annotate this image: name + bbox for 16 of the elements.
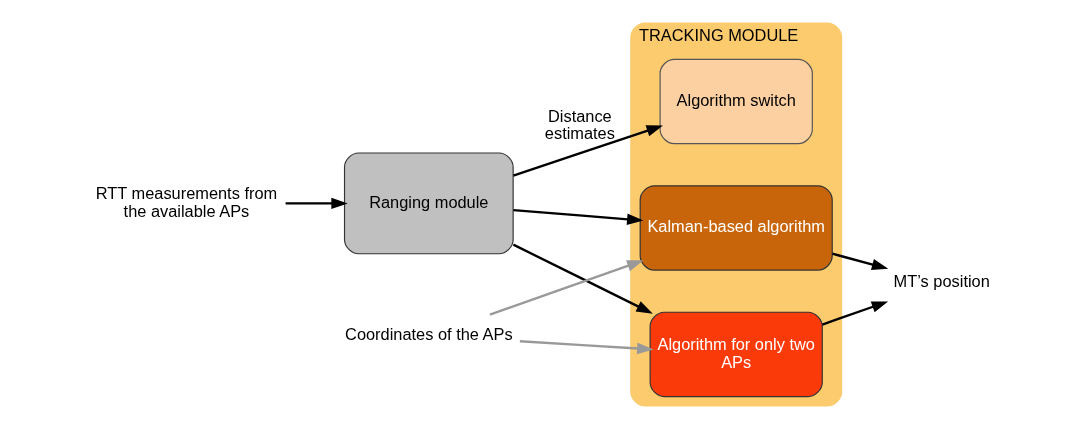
arrow xyxy=(489,259,643,316)
node-box: Ranging module xyxy=(343,151,514,254)
node-text: MT’s position xyxy=(893,271,990,290)
arrow xyxy=(512,243,653,314)
arrow xyxy=(821,300,888,326)
node-box: Algorithm switch xyxy=(659,58,813,144)
node-text: RTT measurements from the available APs xyxy=(95,183,277,219)
arrow xyxy=(519,339,654,354)
node-text: Coordinates of the APs xyxy=(344,324,513,343)
edge-label: Distance estimates xyxy=(544,106,615,142)
arrow xyxy=(512,208,643,225)
arrow xyxy=(831,252,888,270)
node-box: Kalman-based algorithm xyxy=(639,184,833,271)
node-box: Algorithm for only two APs xyxy=(649,311,823,397)
arrow xyxy=(285,197,348,209)
arrow xyxy=(512,124,663,177)
